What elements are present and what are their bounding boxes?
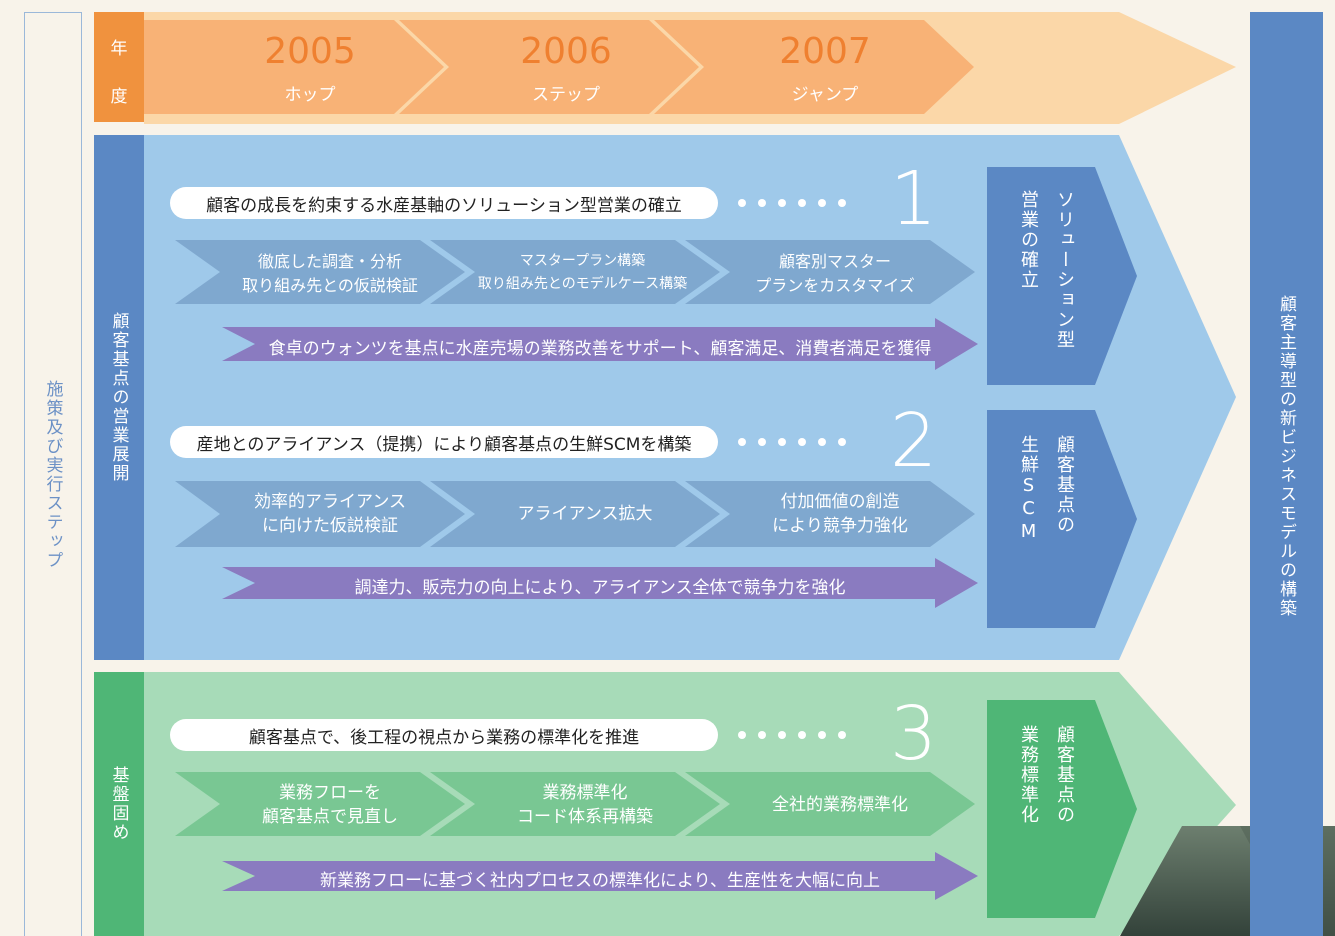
item1-title-pill: 顧客の成長を約束する水産基軸のソリューション型営業の確立 — [170, 187, 718, 219]
phase-hop: ホップ — [284, 85, 336, 105]
year-2007: 2007 — [779, 31, 871, 72]
item3-step2: 業務標準化 コード体系再構築 — [517, 783, 653, 827]
phase-jump: ジャンプ — [791, 85, 859, 105]
item1-bar-text: 食卓のウォンツを基点に水産売場の業務改善をサポート、顧客満足、消費者満足を獲得 — [268, 339, 932, 359]
item3-bar-text: 新業務フローに基づく社内プロセスの標準化により、生産性を大幅に向上 — [320, 871, 880, 891]
item1-step1: 徹底した調査・分析 取り組み先との仮説検証 — [242, 252, 418, 295]
item3-number: 3 — [890, 691, 938, 777]
left-section-label: 施策及び実行ステップ — [42, 379, 63, 570]
item3-step-chevrons — [175, 772, 975, 836]
year-timeline: 2005 ホップ 2006 ステップ 2007 ジャンプ — [144, 12, 974, 122]
item2-number: 2 — [890, 398, 938, 484]
item1-purple-bar — [222, 318, 978, 370]
item1-result-box — [987, 167, 1137, 385]
item2-step1: 効率的アライアンス に向けた仮説検証 — [254, 492, 406, 536]
item1-step2: マスタープラン構築 取り組み先とのモデルケース構築 — [477, 253, 688, 292]
item1-step3: 顧客別マスター プランをカスタマイズ — [755, 252, 915, 295]
year-label-bottom: 度 — [110, 87, 128, 107]
left-section-frame: 施策及び実行ステップ — [24, 12, 82, 936]
item2-dots — [738, 426, 846, 458]
item1-step-chevrons — [175, 240, 975, 304]
year-2005: 2005 — [264, 31, 356, 72]
item2-bar-text: 調達力、販売力の向上により、アライアンス全体で競争力を強化 — [354, 578, 846, 598]
item3-result-text: 顧客基点の 業務標準化 — [1018, 725, 1075, 825]
year-header-label: 年 度 — [94, 12, 144, 122]
item2-title-pill: 産地とのアライアンス（提携）により顧客基点の生鮮SCMを構築 — [170, 426, 718, 458]
year-2006: 2006 — [520, 31, 612, 72]
phase-step: ステップ — [532, 85, 600, 105]
item2-step3: 付加価値の創造 により競争力強化 — [772, 492, 908, 536]
item3-step1: 業務フローを 顧客基点で見直し — [262, 783, 398, 827]
item3-result-box — [987, 700, 1137, 918]
year-label-top: 年 — [110, 39, 128, 59]
item1-number: 1 — [890, 156, 938, 242]
band-base-label: 基盤固め — [94, 672, 144, 936]
item2-purple-bar — [222, 558, 978, 608]
right-goal-label: 顧客主導型の新ビジネスモデルの構築 — [1276, 295, 1296, 618]
year-arrows — [144, 12, 1236, 124]
item1-result-text: ソリューション型 営業の確立 — [1018, 190, 1075, 350]
item2-step2: アライアンス拡大 — [517, 504, 653, 524]
band-sales-label: 顧客基点の営業展開 — [94, 135, 144, 660]
item3-step3: 全社的業務標準化 — [772, 795, 908, 815]
item3-purple-bar — [222, 852, 978, 900]
right-goal-column: 顧客主導型の新ビジネスモデルの構築 — [1250, 12, 1323, 936]
item1-dots — [738, 187, 846, 219]
item2-result-box — [987, 410, 1137, 628]
item3-dots — [738, 719, 846, 751]
item2-step-chevrons — [175, 481, 975, 547]
item2-result-text: 顧客基点の 生鮮SCM — [1018, 435, 1075, 544]
item3-title-pill: 顧客基点で、後工程の視点から業務の標準化を推進 — [170, 719, 718, 751]
